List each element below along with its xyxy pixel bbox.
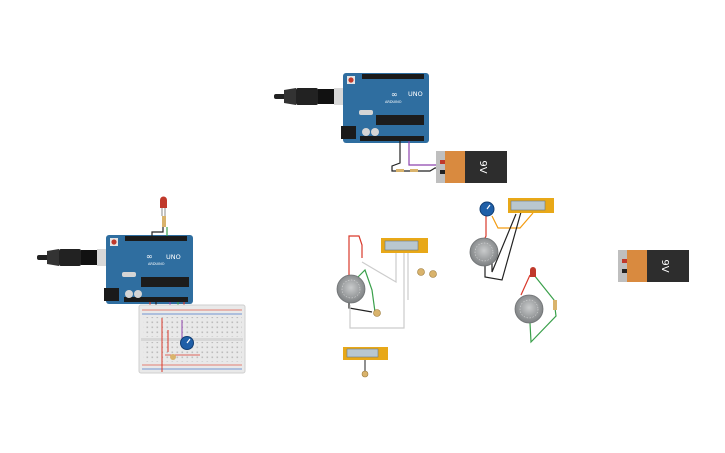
battery-9v-right[interactable]: 9V [618,250,689,282]
arduino-logo: ∞ [391,90,398,99]
arduino-brand: ARDUINO [148,262,165,266]
led-icon[interactable] [530,267,536,277]
reset-button[interactable] [348,77,354,83]
resistor-small[interactable] [553,300,557,310]
reset-button[interactable] [111,239,117,245]
battery-label: 9V [659,259,670,272]
battery-9v-top[interactable]: 9V [436,151,507,183]
dc-motor-icon[interactable] [514,294,544,324]
sensor-small-pair[interactable] [373,268,437,317]
wires-top[interactable] [391,141,437,172]
battery-label: 9V [477,160,488,173]
uno-label: UNO [408,90,423,98]
lcd-display-center[interactable] [381,238,428,253]
power-jack [341,126,356,139]
lcd-display-right[interactable] [508,198,554,213]
potentiometer-icon[interactable] [479,201,495,217]
dc-motor-icon[interactable] [469,237,499,267]
chip [376,115,424,125]
arduino-brand: ARDUINO [385,100,402,104]
uno-label: UNO [166,253,181,261]
usb-plug-icon[interactable] [274,88,354,105]
dc-motor-icon[interactable] [336,274,366,304]
wires-center[interactable] [348,235,409,329]
resistor-small[interactable] [170,354,176,360]
board-body [106,235,193,304]
board-body [343,73,429,143]
potentiometer-icon[interactable] [180,336,194,350]
digital-header [362,74,424,79]
arduino-board-left[interactable]: ∞ UNO ARDUINO [37,235,193,304]
analog-header [360,136,424,141]
lcd-display-bottom[interactable] [343,347,388,378]
led-icon[interactable] [160,196,167,227]
arduino-logo: ∞ [146,252,153,261]
wires-right[interactable] [483,211,557,344]
arduino-board-top[interactable]: ∞ UNO ARDUINO [274,73,429,143]
